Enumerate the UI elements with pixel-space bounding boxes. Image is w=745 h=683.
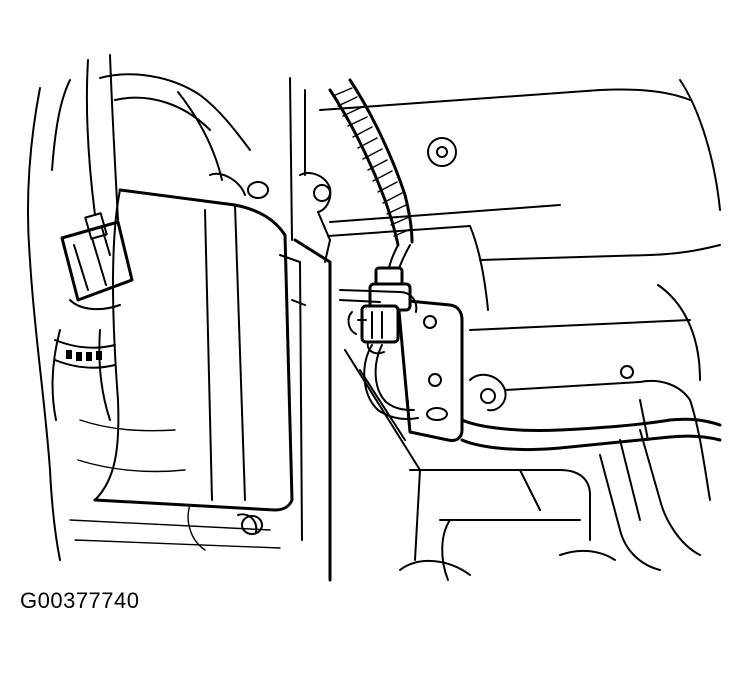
figure-id-label: G00377740 xyxy=(20,588,140,613)
air-intake-hose xyxy=(51,54,119,421)
engine-block-structure xyxy=(319,79,721,581)
hose-clamp xyxy=(54,339,116,369)
sensor-wire-loop xyxy=(363,344,419,420)
sensor-connector-left xyxy=(60,212,134,311)
air-cleaner-housing xyxy=(27,73,294,561)
wiring-harness-right xyxy=(460,399,722,452)
fender-apron-panel xyxy=(279,77,332,582)
sensor-plug xyxy=(347,266,418,355)
sensor-bracket xyxy=(396,298,464,442)
